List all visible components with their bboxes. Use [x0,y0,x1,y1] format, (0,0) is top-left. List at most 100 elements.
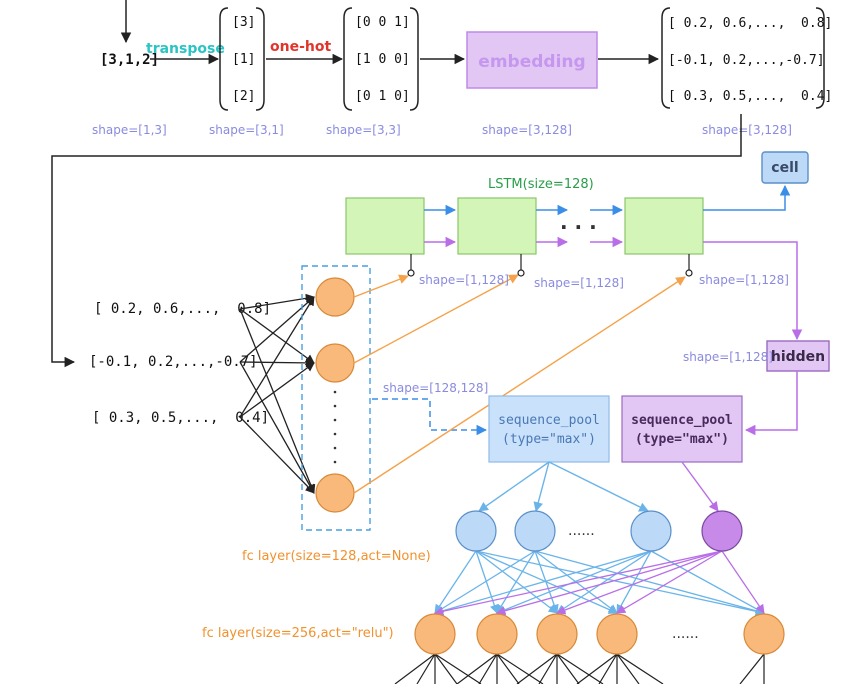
connection-line [739,653,765,684]
sequence-input: [ 0.2, 0.6,..., 0.8] [-0.1, 0.2,...,-0.7… [89,301,271,426]
embedding-row-2: [-0.1, 0.2,...,-0.7] [668,53,825,68]
onehot-row-2: [1 0 0] [355,52,410,67]
transpose-bracket-left [219,7,229,111]
embedding-row-3: [ 0.3, 0.5,..., 0.4] [668,89,832,104]
fc128-node [315,343,355,383]
lstm-step-shape: shape=[1,128] [534,276,624,290]
hidden-label: hidden [771,349,825,365]
lstm-input-port [517,269,525,277]
connection-line [475,550,765,616]
sequence-pool-box [488,395,610,463]
connection-line [721,550,765,614]
connection-line [516,653,558,684]
connection-line [478,653,498,684]
fc128-shape: shape=[128,128] [383,381,488,395]
lstm-cell-box [345,197,425,255]
dense-connections-output [394,653,765,684]
connection-line [239,358,315,368]
fc256-node [476,613,518,655]
connection-line [434,550,652,616]
lstm-cell-box [457,197,537,255]
embedding-section: embedding shape=[3,128] [ 0.2, 0.6,..., … [420,7,832,137]
transpose-section: transpose [3] [1] [2] shape=[3,1] [146,7,284,137]
fc256-node [743,613,785,655]
onehot-shape: shape=[3,3] [326,123,401,137]
hidden-shape: shape=[1,128] [683,350,773,364]
embedding-matrix-bracket-left [661,7,671,109]
transpose-row-1: [3] [232,15,255,30]
seq-row-2: [-0.1, 0.2,...,-0.7] [89,354,258,370]
pool-to-node-arrow [548,461,649,512]
connection-line [416,653,436,684]
pool-to-node-arrow [681,461,719,512]
connection-line [456,653,498,684]
connection-line [239,362,315,418]
pool-to-node-arrow [478,461,550,512]
lstm-section: LSTM(size=128) · · · shape=[1,128] shape… [345,151,830,436]
connection-line [556,653,580,684]
onehot-section: one-hot [0 0 1] [1 0 0] [0 1 0] shape=[3… [266,7,419,137]
fc256-dots: ...... [672,626,699,642]
embedding-shape: shape=[3,128] [482,123,572,137]
connection-line [496,550,536,614]
fc128-node [315,473,355,513]
fc256-node [536,613,578,655]
embedding-label: embedding [478,52,585,72]
connection-line [556,550,652,614]
connection-line [556,653,604,684]
onehot-row-3: [0 1 0] [355,89,410,104]
connection-line [434,653,482,684]
connection-line [394,653,436,684]
connection-line [616,653,664,684]
connection-line [598,653,618,684]
connection-line [434,550,477,614]
embedding-row-1: [ 0.2, 0.6,..., 0.8] [668,16,832,31]
connection-line [616,550,652,614]
connection-line [534,550,765,616]
connection-line [616,550,723,614]
connection-line [534,550,559,614]
connection-line [538,653,558,684]
connection-line [616,653,640,684]
connection-line [576,653,618,684]
concat-node [455,510,497,552]
pool-to-node-arrow [533,461,550,512]
transpose-label: transpose [146,41,225,57]
cell-box [761,151,809,184]
onehot-row-1: [0 0 1] [355,15,410,30]
fc-to-lstm-arrow [353,274,409,298]
lstm-cell-out-arrow [703,184,791,211]
concat-node [701,510,743,552]
hidden-to-pool-arrow [744,371,798,436]
lstm-step-shape: shape=[1,128] [699,273,789,287]
embedding-box [466,31,598,89]
input-shape: shape=[1,3] [92,123,167,137]
fc128-vertical-dots [333,390,337,464]
concat-dots: ...... [568,523,595,539]
seq-row-3: [ 0.3, 0.5,..., 0.4] [92,410,269,426]
onehot-bracket-left [343,7,353,111]
fc256-node [596,613,638,655]
fc128-group-box [301,265,371,531]
connection-line [434,550,723,616]
lstm-input-port [407,269,415,277]
dense-connections-input [239,293,316,494]
connection-line [434,550,536,614]
input-section: [3,1,2] shape=[1,3] [92,0,167,137]
fc128-to-pool-arrow [372,398,488,436]
sequence-pool-type: (type="max") [635,432,729,447]
embedding-matrix-bracket-right [815,7,825,109]
sequence-pool-box [621,395,743,463]
cell-label: cell [771,160,798,176]
concat-node [630,510,672,552]
fc-to-lstm-arrow [353,274,519,364]
dense-connections-fc256 [434,550,765,616]
sequence-pool-label: sequence_pool [631,413,733,428]
onehot-label: one-hot [270,39,331,55]
transpose-row-3: [2] [232,89,255,104]
connection-line [434,653,458,684]
lstm-hidden-out-arrow [703,241,803,341]
connection-line [239,308,316,494]
seq-row-1: [ 0.2, 0.6,..., 0.8] [94,301,271,317]
